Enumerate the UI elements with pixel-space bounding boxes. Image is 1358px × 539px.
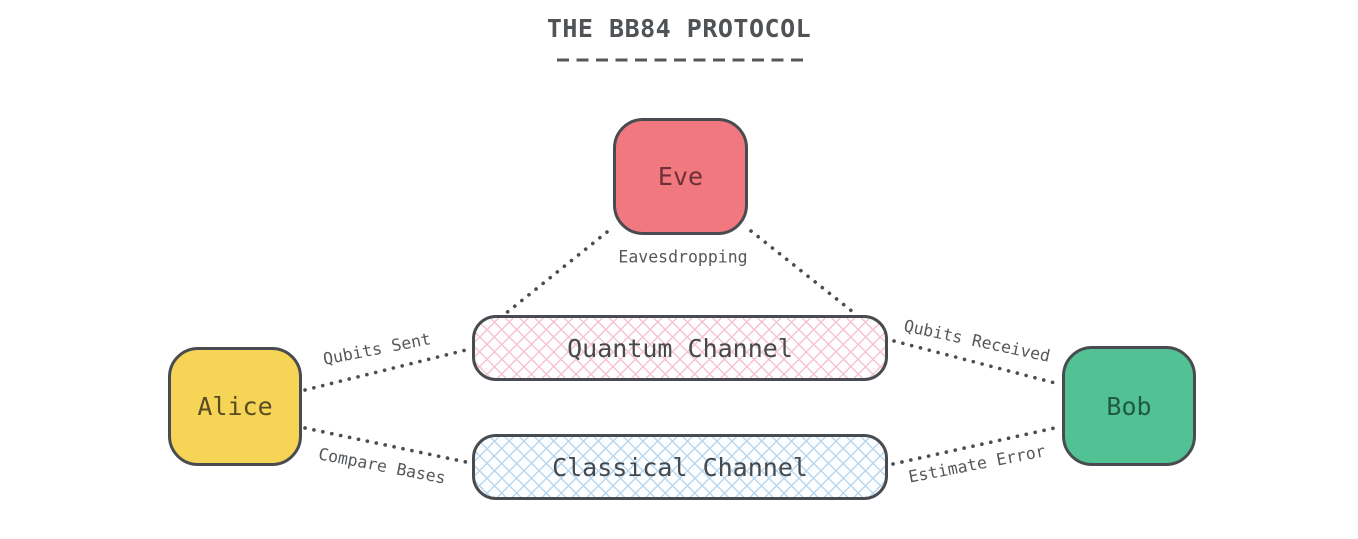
edge-eve-to-quantum-right bbox=[749, 229, 855, 314]
node-eve: Eve bbox=[613, 118, 748, 235]
node-quantum-channel: Quantum Channel bbox=[472, 315, 888, 381]
node-eve-label: Eve bbox=[657, 162, 704, 191]
node-bob: Bob bbox=[1062, 346, 1196, 466]
edge-classical-to-bob bbox=[891, 425, 1061, 466]
node-bob-label: Bob bbox=[1106, 391, 1152, 421]
node-classical-channel: Classical Channel bbox=[472, 434, 888, 500]
node-alice-label: Alice bbox=[197, 392, 273, 421]
quantum-channel-label: Quantum Channel bbox=[567, 333, 793, 363]
edge-label-eavesdropping: Eavesdropping bbox=[618, 247, 748, 267]
edge-quantum-to-bob bbox=[892, 339, 1061, 386]
node-alice: Alice bbox=[168, 347, 302, 466]
classical-channel-label: Classical Channel bbox=[552, 452, 808, 482]
diagram-title: THE BB84 PROTOCOL bbox=[546, 14, 812, 43]
edge-alice-to-quantum bbox=[303, 348, 468, 392]
edge-eve-to-quantum-left bbox=[503, 230, 609, 316]
edge-alice-to-classical bbox=[303, 426, 468, 464]
